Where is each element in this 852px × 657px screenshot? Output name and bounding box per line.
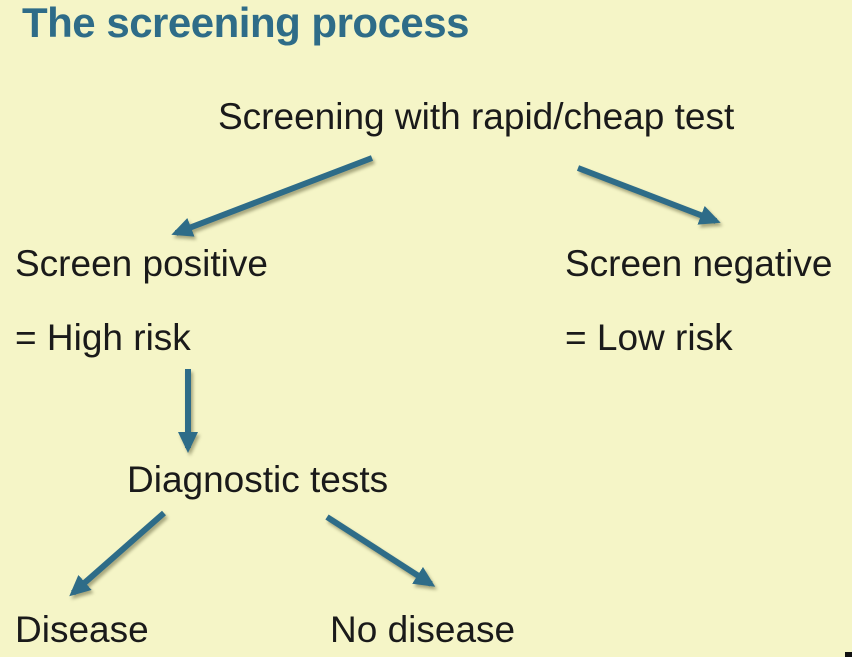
- node-high-risk: = High risk: [15, 317, 191, 358]
- arrow-root-to-screen-negative: [576, 165, 721, 225]
- bottom-right-corner-mark: [845, 652, 852, 657]
- node-screening-rapid-cheap-test: Screening with rapid/cheap test: [218, 96, 735, 137]
- node-low-risk: = Low risk: [565, 317, 733, 358]
- node-screen-positive: Screen positive: [15, 243, 268, 284]
- arrow-diagnostic-to-disease: [69, 510, 166, 597]
- node-diagnostic-tests: Diagnostic tests: [127, 459, 389, 500]
- arrow-root-to-screen-positive: [171, 155, 374, 237]
- node-screen-negative: Screen negative: [565, 243, 833, 284]
- page-title: The screening process: [22, 0, 470, 46]
- arrow-diagnostic-to-no-disease: [325, 514, 436, 587]
- arrow-lines: [69, 155, 721, 597]
- node-no-disease: No disease: [330, 609, 516, 650]
- node-disease: Disease: [15, 609, 149, 650]
